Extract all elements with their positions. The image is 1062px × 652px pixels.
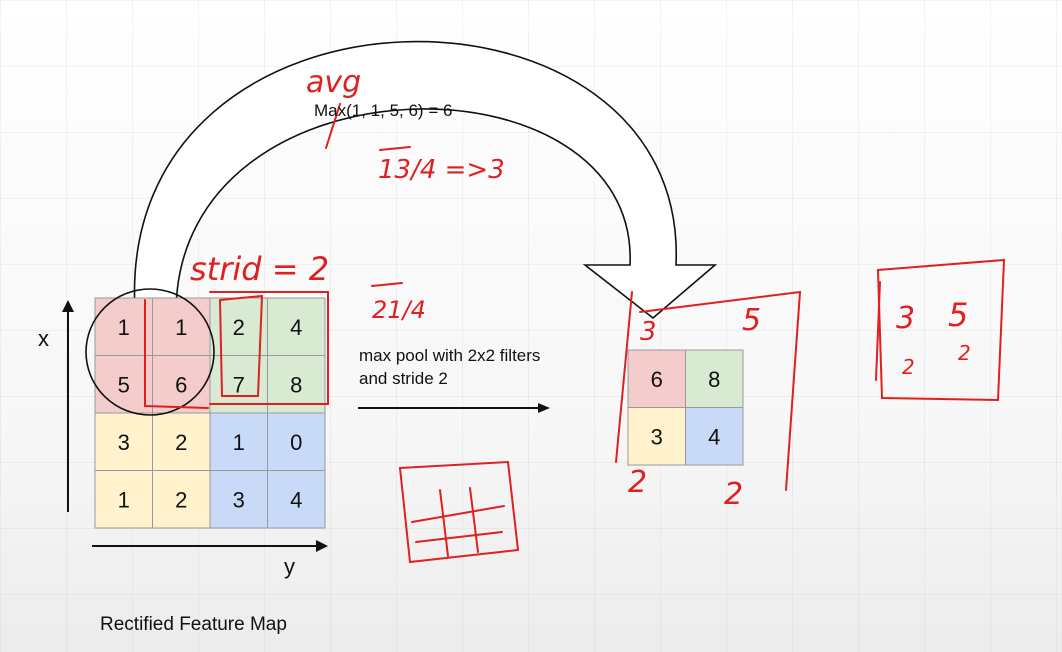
pooling-arrow [358,403,550,413]
input-matrix-value: 1 [118,487,130,512]
mini-matrix-bottom-left: 2 [902,355,915,379]
input-matrix-value: 3 [233,487,245,512]
output-matrix-cell [627,407,686,466]
input-matrix-value: 1 [175,315,187,340]
mini-matrix-top-left: 3 [896,301,915,336]
output-matrix-cell [685,349,744,408]
input-matrix-value: 1 [233,430,245,455]
handwritten-annotations [144,103,1006,564]
input-matrix-value: 2 [233,315,245,340]
avg-note: avg [306,65,361,100]
axis-y-arrow [92,540,328,552]
input-matrix-value: 2 [175,430,187,455]
input-matrix: 1 1 2 4 5 6 7 8 3 2 1 0 1 2 3 4 [94,297,326,529]
output-matrix: 6 8 3 4 [627,349,744,466]
operation-label-line-2: and stride 2 [359,369,448,388]
input-matrix-cell [267,412,326,471]
axis-y-label: y [284,554,295,579]
mini-matrix-bottom-right: 2 [958,341,971,365]
input-matrix-value: 6 [175,372,187,397]
output-matrix-cell [627,349,686,408]
stride-note: strid = 2 [190,250,329,288]
input-matrix-cell [94,412,153,471]
max-formula: Max(1, 1, 5, 6) = 6 [314,101,453,120]
caption-rectified-feature-map: Rectified Feature Map [100,614,287,635]
input-matrix-value: 3 [118,430,130,455]
operation-label-line-1: max pool with 2x2 filters [359,346,541,365]
output-note-bottom-left: 2 [628,465,647,500]
input-matrix-value: 7 [233,372,245,397]
mini-matrix-top-right: 5 [948,296,968,334]
output-matrix-value: 4 [708,424,720,449]
axis-x-label: x [38,326,49,351]
output-note-top-left: 3 [640,317,657,347]
input-matrix-value: 4 [290,315,302,340]
output-note-top-right: 5 [742,303,761,338]
output-note-bottom-right: 2 [724,477,743,512]
output-matrix-value: 8 [708,367,720,392]
input-matrix-value: 2 [175,487,187,512]
input-matrix-cell [152,412,211,471]
input-matrix-cell [152,470,211,529]
output-matrix-value: 3 [651,424,663,449]
input-matrix-value: 5 [118,372,130,397]
axis-x-arrow [62,300,74,512]
fraction-21-4-note: 21/4 [372,296,426,324]
curved-arrow [133,40,718,320]
input-matrix-value: 0 [290,430,302,455]
input-matrix-value: 4 [290,487,302,512]
output-matrix-cell [685,407,744,466]
fraction-13-4-note: 13/4 =>3 [378,155,505,185]
input-matrix-value: 1 [118,315,130,340]
pool-window-circle [85,288,215,416]
input-matrix-cell [267,470,326,529]
input-matrix-value: 8 [290,372,302,397]
output-matrix-value: 6 [651,367,663,392]
